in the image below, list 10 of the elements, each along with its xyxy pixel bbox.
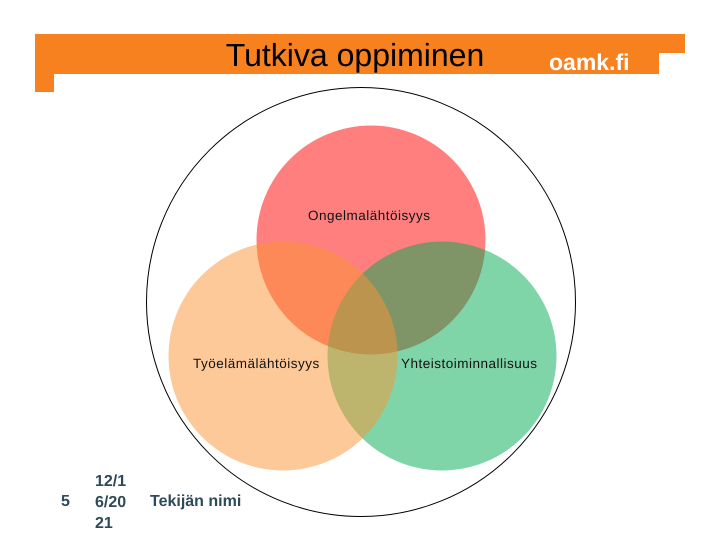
- author-name: Tekijän nimi: [150, 492, 242, 512]
- slide-number: 5: [61, 492, 70, 512]
- slide-title: Tutkiva oppiminen: [224, 37, 486, 74]
- circle-label: Yhteistoiminnallisuus: [401, 355, 538, 372]
- circle-label: Ongelmalähtöisyys: [308, 207, 431, 224]
- outer-circle: [146, 87, 576, 517]
- venn-circle: [168, 241, 398, 471]
- date-text: 12/16/2021: [95, 472, 128, 534]
- site-address: oamk.fi: [549, 50, 630, 74]
- circle-label: Työelämälähtöisyys: [193, 355, 320, 372]
